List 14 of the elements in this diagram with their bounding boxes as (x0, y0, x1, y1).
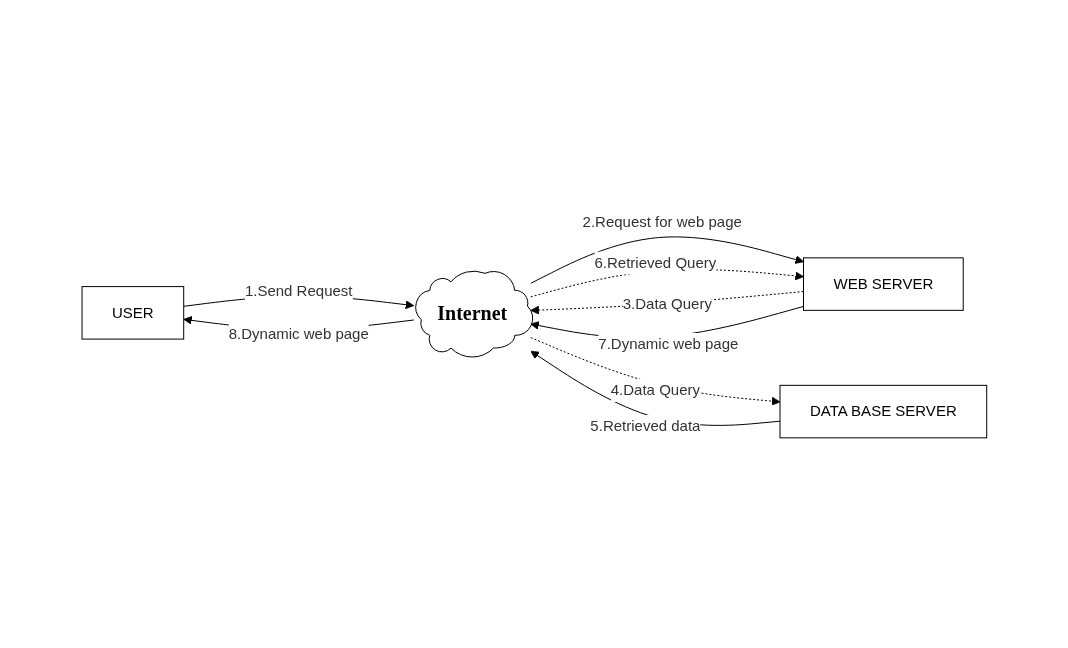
arrow (529, 336, 781, 406)
node-box: USER (81, 285, 184, 340)
arrow (529, 350, 781, 426)
edge-label: 5.Retrieved data (589, 416, 701, 434)
edge-label: 1.Send Request (244, 281, 353, 299)
edge-label: 7.Dynamic web page (597, 334, 738, 352)
edge-label: 8.Dynamic web page (228, 324, 369, 342)
node-box: WEB SERVER (802, 256, 964, 311)
edge-label: 4.Data Query (610, 380, 700, 398)
edge-label: 3.Data Query (622, 294, 712, 312)
node-box: DATA BASE SERVER (779, 384, 987, 438)
edge-label: 6.Retrieved Query (594, 253, 716, 271)
arrow (529, 236, 804, 284)
edge-label: 2.Request for web page (582, 212, 742, 230)
